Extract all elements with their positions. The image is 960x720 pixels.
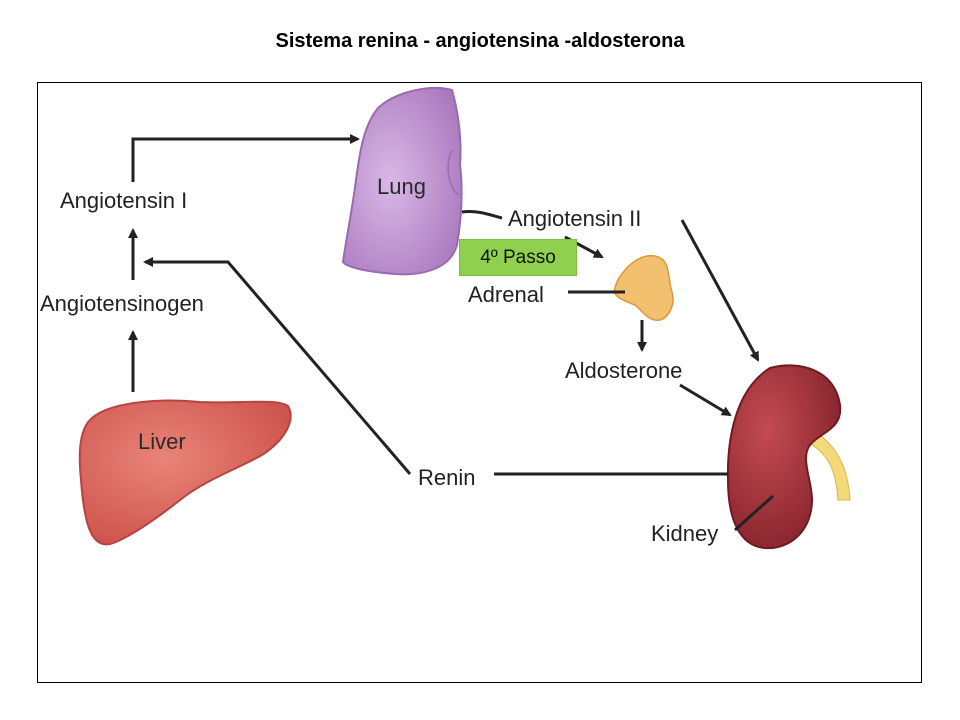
lung-label: Lung <box>377 174 426 199</box>
label-kidney: Kidney <box>651 521 718 546</box>
liver-organ: Liver <box>78 399 292 546</box>
lung-organ: Lung <box>341 87 463 276</box>
step-badge: 4º Passo <box>459 239 577 276</box>
label-angiotensin-i: Angiotensin I <box>60 188 187 213</box>
arrow-connectors <box>128 134 775 532</box>
label-angiotensinogen: Angiotensinogen <box>40 291 204 316</box>
label-angiotensin-ii: Angiotensin II <box>508 206 641 231</box>
arrow-renin-to-angiotensin-step <box>143 257 412 475</box>
page-title: Sistema renina - angiotensina -aldostero… <box>275 30 685 52</box>
arrow-lung-to-angiotensin-ii <box>461 210 503 220</box>
arrow-aldosterone-to-kidney <box>679 383 732 417</box>
arrow-angiotensin-ii-to-kidney <box>680 219 760 362</box>
kidney-pointer-line <box>733 494 775 532</box>
liver-label: Liver <box>138 429 186 454</box>
label-aldosterone: Aldosterone <box>565 358 682 383</box>
label-adrenal: Adrenal <box>468 282 544 307</box>
arrow-angiotensin-i-to-lung <box>131 134 360 182</box>
label-renin: Renin <box>418 465 475 490</box>
diagram-frame <box>37 82 922 683</box>
adrenal-gland <box>613 254 674 321</box>
kidney-organ <box>726 364 851 550</box>
